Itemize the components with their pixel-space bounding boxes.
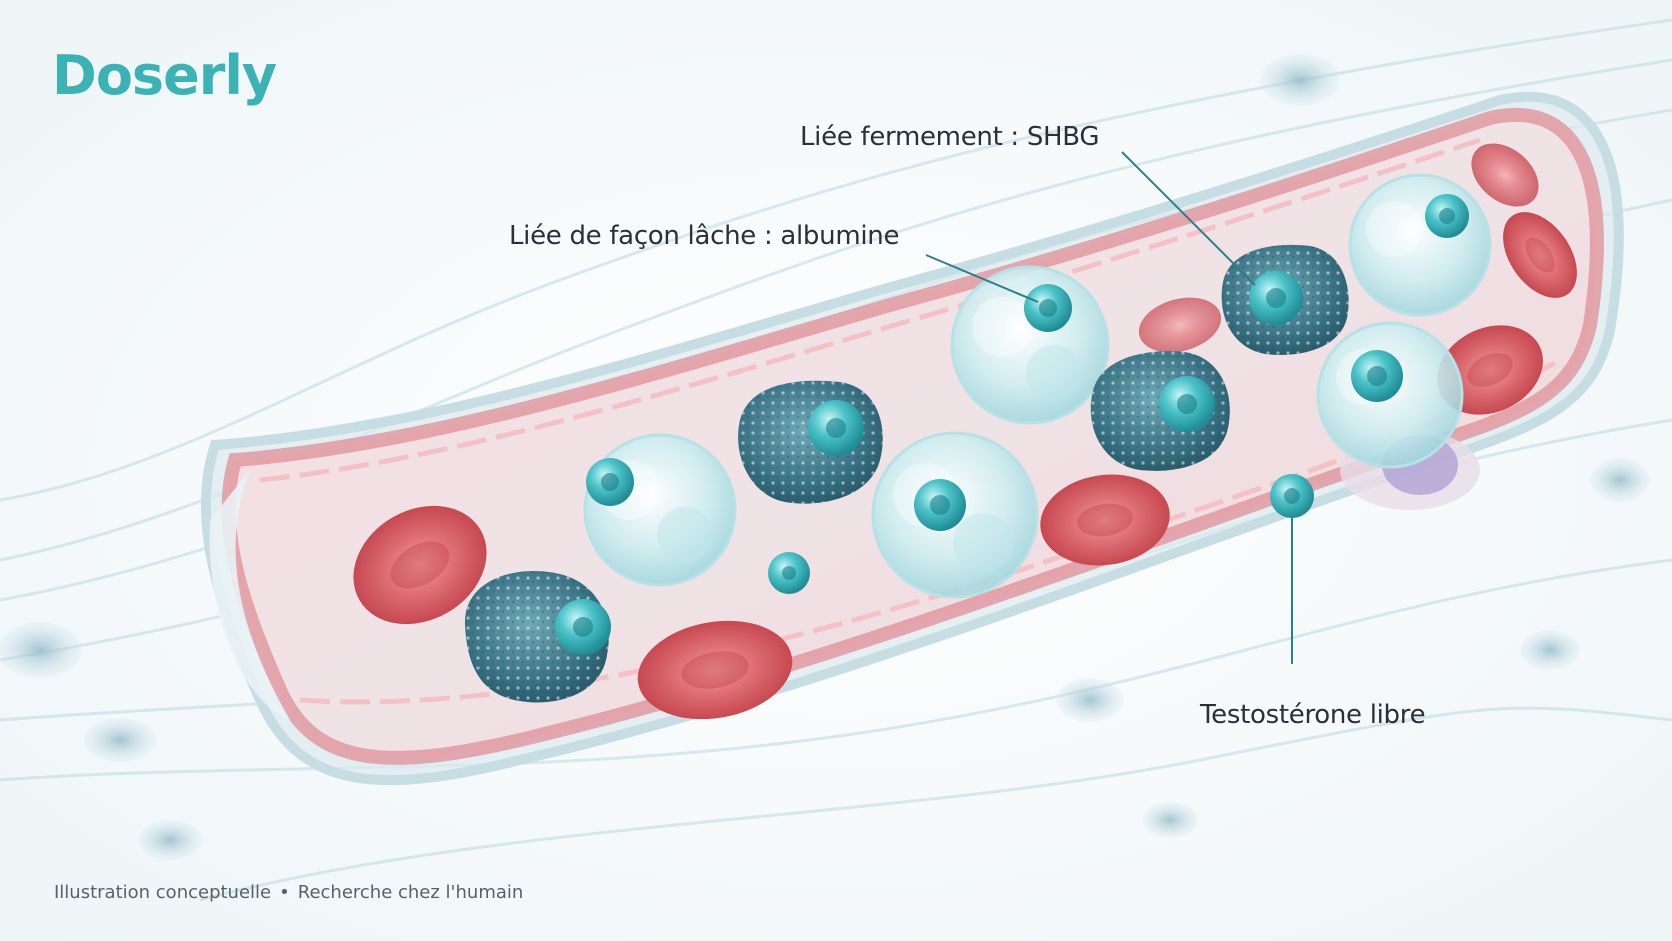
red-blood-cell: [1471, 143, 1539, 207]
testosterone-free: [1270, 474, 1314, 518]
testosterone-bound-albumin: [914, 479, 966, 531]
testosterone-bound-albumin: [1024, 284, 1072, 332]
albumin-protein: [1348, 173, 1492, 317]
caption-research: Recherche chez l'humain: [297, 882, 524, 903]
testosterone-bound-albumin: [1425, 194, 1469, 238]
testosterone-bound-shbg: [1249, 271, 1303, 325]
albumin-protein: [583, 433, 737, 587]
red-blood-cell: [1503, 212, 1577, 298]
testosterone-bound-albumin: [586, 458, 634, 506]
red-blood-cell: [1437, 325, 1543, 415]
red-blood-cell: [637, 620, 793, 720]
red-blood-cell: [353, 505, 487, 625]
label-free-testosterone: Testostérone libre: [1200, 700, 1426, 730]
leader-line-shbg: [1121, 151, 1256, 286]
testosterone-molecules: [555, 194, 1469, 655]
caption-separator: •: [279, 882, 290, 903]
caption-illustration: Illustration conceptuelle: [54, 882, 272, 903]
red-blood-cell: [1040, 474, 1170, 566]
albumin-protein: [950, 265, 1110, 425]
testosterone-free: [768, 552, 810, 594]
leader-lines: [925, 151, 1293, 664]
caption: Illustration conceptuelle • Recherche chez…: [54, 882, 523, 903]
red-blood-cells: [353, 143, 1577, 720]
testosterone-bound-shbg: [1159, 376, 1215, 432]
testosterone-bound-shbg: [808, 400, 864, 456]
red-blood-cell: [1138, 297, 1222, 353]
testosterone-bound-albumin: [1351, 350, 1403, 402]
label-shbg: Liée fermement : SHBG: [800, 122, 1100, 152]
shbg-protein: [738, 380, 883, 504]
shbg-proteins: [464, 244, 1349, 703]
leader-line-albumin: [925, 254, 1039, 303]
label-albumin: Liée de façon lâche : albumine: [509, 221, 900, 251]
brand-logo: Doserly: [52, 44, 277, 107]
testosterone-bound-shbg: [555, 599, 611, 655]
